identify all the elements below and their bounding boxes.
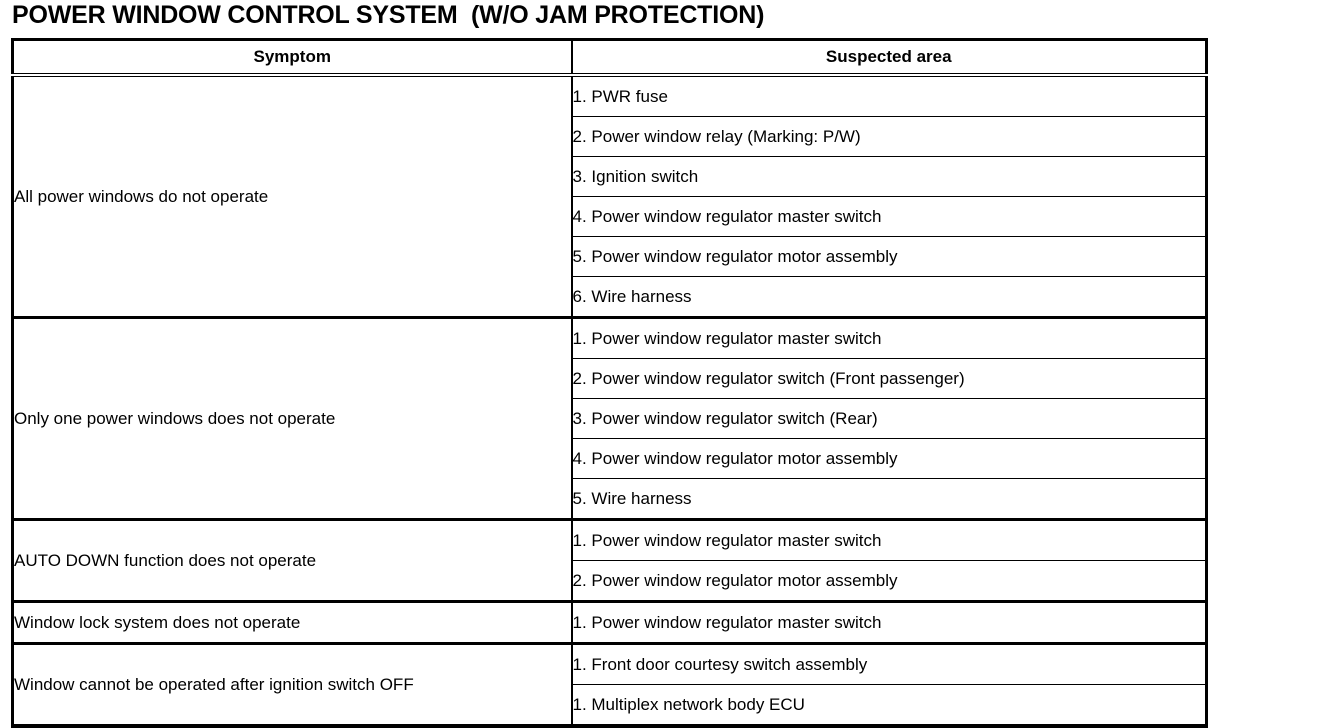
column-header-suspected-area: Suspected area xyxy=(571,39,1207,77)
suspected-area-cell: 2. Power window regulator switch (Front … xyxy=(571,358,1207,399)
suspected-area-cell: 4. Power window regulator master switch xyxy=(571,196,1207,237)
suspected-area-cell: 1. Front door courtesy switch assembly xyxy=(571,643,1207,685)
suspected-area-cell: 2. Power window regulator motor assembly xyxy=(571,560,1207,603)
suspected-area-cell: 1. Power window regulator master switch xyxy=(571,601,1207,645)
table-row: 1. Multiplex network body ECU xyxy=(13,685,1207,727)
page-title: POWER WINDOW CONTROL SYSTEM (W/O JAM PRO… xyxy=(12,1,765,29)
symptom-cell: Window cannot be operated after ignition… xyxy=(12,643,573,726)
suspected-area-cell: 4. Power window regulator motor assembly xyxy=(571,438,1207,479)
symptom-suspected-area-table: Symptom Suspected area All power windows… xyxy=(11,38,1208,728)
table-row: 2. Power window relay (Marking: P/W) xyxy=(13,116,1207,157)
table-header: Symptom Suspected area xyxy=(12,39,1207,77)
table-row: 4. Power window regulator motor assembly xyxy=(13,438,1207,479)
suspected-area-cell: 1. Power window regulator master switch xyxy=(571,519,1207,561)
symptom-cell: AUTO DOWN function does not operate xyxy=(12,519,573,603)
suspected-area-cell: 5. Wire harness xyxy=(571,478,1207,521)
table-row: 6. Wire harness xyxy=(13,276,1207,319)
symptom-cell: Window lock system does not operate xyxy=(12,601,573,645)
suspected-area-cell: 2. Power window relay (Marking: P/W) xyxy=(571,116,1207,157)
table-row: 3. Ignition switch xyxy=(13,156,1207,197)
suspected-area-cell: 3. Ignition switch xyxy=(571,156,1207,197)
table-row: 2. Power window regulator motor assembly xyxy=(13,560,1207,603)
suspected-area-cell: 1. Multiplex network body ECU xyxy=(572,694,805,714)
column-header-symptom: Symptom xyxy=(12,39,573,77)
table-row: 4. Power window regulator master switch xyxy=(13,196,1207,237)
table-header-row: Symptom Suspected area xyxy=(12,39,1207,77)
symptom-cell: All power windows do not operate xyxy=(12,75,573,319)
symptom-cell: Only one power windows does not operate xyxy=(12,317,573,521)
table-row: 3. Power window regulator switch (Rear) xyxy=(13,398,1207,439)
suspected-area-cell: 1. Power window regulator master switch xyxy=(571,317,1207,359)
table-row: 5. Wire harness xyxy=(13,478,1207,521)
table-row: 2. Power window regulator switch (Front … xyxy=(13,358,1207,399)
suspected-area-cell: 5. Power window regulator motor assembly xyxy=(571,236,1207,277)
table-row: Window cannot be operated after ignition… xyxy=(12,643,1207,726)
suspected-area-cell: 3. Power window regulator switch (Rear) xyxy=(571,398,1207,439)
table-row: 5. Power window regulator motor assembly xyxy=(13,236,1207,277)
suspected-area-cell: 1. PWR fuse xyxy=(571,75,1207,117)
diagnostic-table-container: Symptom Suspected area All power windows… xyxy=(11,38,1208,728)
suspected-area-cell: 6. Wire harness xyxy=(571,276,1207,319)
